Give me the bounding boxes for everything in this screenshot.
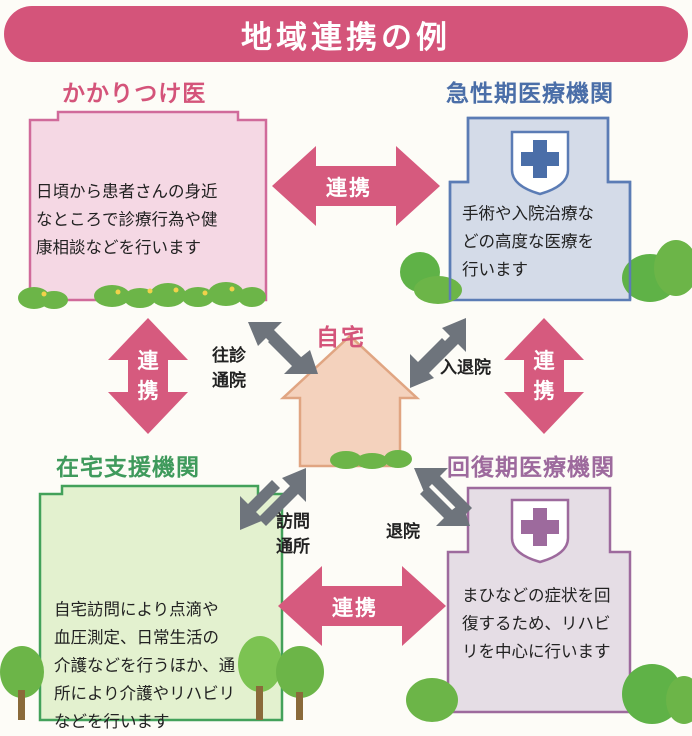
- text-line: 手術や入院治療な: [462, 204, 594, 223]
- flow-label-line: 通所: [276, 537, 310, 557]
- acute-hospital-building-front: [448, 116, 632, 300]
- link-char: 携: [137, 379, 159, 403]
- text-line: 介護などを行うほか、通: [54, 656, 236, 675]
- text-kaifukuki: まひなどの症状を回 復するため、リハビ リを中心に行います: [462, 582, 646, 666]
- flow-label-line: 往診: [212, 346, 246, 366]
- link-char: 連: [137, 349, 159, 373]
- heading-kakaritsuke: かかりつけ医: [62, 81, 207, 107]
- medical-cross-icon: [521, 140, 559, 178]
- clinic-building: [28, 110, 268, 302]
- text-line: 所により介護やリハビリ: [54, 684, 236, 703]
- text-line: 日頃から患者さんの身近: [36, 182, 218, 201]
- recovery-hospital-building: [446, 486, 632, 714]
- home-support-trees: [0, 636, 324, 720]
- clinic-flowers: [41, 286, 235, 297]
- text-line: 復するため、リハビ: [462, 614, 611, 633]
- text-zaitaku: 自宅訪問により点滴や 血圧測定、日常生活の 介護などを行うほか、通 所により介護…: [54, 596, 276, 736]
- flow-label-taiin: 退院: [386, 522, 420, 542]
- heading-zaitaku: 在宅支援機関: [56, 455, 200, 481]
- link-label-left: 連 携: [136, 346, 160, 406]
- flow-label-line: 訪問: [276, 512, 310, 532]
- text-kyuseiki: 手術や入院治療な どの高度な医療を 行います: [462, 200, 636, 284]
- text-kakaritsuke: 日頃から患者さんの身近 なところで診療行為や健 康相談などを行います: [36, 178, 276, 262]
- link-char: 連: [533, 349, 555, 373]
- page-title: 地域連携の例: [4, 6, 688, 62]
- flow-label-line: 通院: [212, 371, 246, 391]
- link-arrow-right: [504, 318, 584, 434]
- link-label-bottom: 連携: [332, 596, 378, 620]
- text-line: 行います: [462, 260, 528, 279]
- acute-hospital-trees: [400, 240, 692, 304]
- link-arrow-bottom: [278, 566, 446, 646]
- home-label: 自宅: [316, 325, 366, 351]
- discharge-arrow: [414, 468, 472, 526]
- recovery-hospital-trees: [406, 664, 692, 724]
- text-line: などを行います: [54, 712, 170, 731]
- text-line: まひなどの症状を回: [462, 586, 611, 605]
- home-support-building: [38, 484, 284, 722]
- flow-label-nyutai: 入退院: [440, 358, 491, 378]
- text-line: 血圧測定、日常生活の: [54, 628, 219, 647]
- text-line: どの高度な医療を: [462, 232, 594, 251]
- link-label-right: 連 携: [532, 346, 556, 406]
- visit-arrow-home-support: [240, 468, 306, 530]
- link-label-top: 連携: [326, 176, 372, 200]
- flow-label-oushin: 往診 通院: [212, 344, 246, 394]
- text-line: 康相談などを行います: [36, 238, 201, 257]
- text-line: なところで診療行為や健: [36, 210, 218, 229]
- text-line: 自宅訪問により点滴や: [54, 600, 219, 619]
- flow-label-houmon: 訪問 通所: [276, 510, 310, 560]
- link-arrow-left: [108, 318, 188, 434]
- text-line: リを中心に行います: [462, 642, 611, 661]
- home-bushes: [330, 450, 412, 469]
- visit-arrow-clinic: [248, 322, 318, 374]
- medical-cross-recovery-icon: [521, 508, 559, 546]
- link-char: 携: [533, 379, 555, 403]
- admission-arrow: [410, 318, 466, 388]
- home-house: [279, 334, 421, 468]
- heading-kaifukuki: 回復期医療機関: [447, 455, 615, 481]
- link-arrow-top: [272, 146, 440, 226]
- heading-kyuseiki: 急性期医療機関: [446, 81, 614, 107]
